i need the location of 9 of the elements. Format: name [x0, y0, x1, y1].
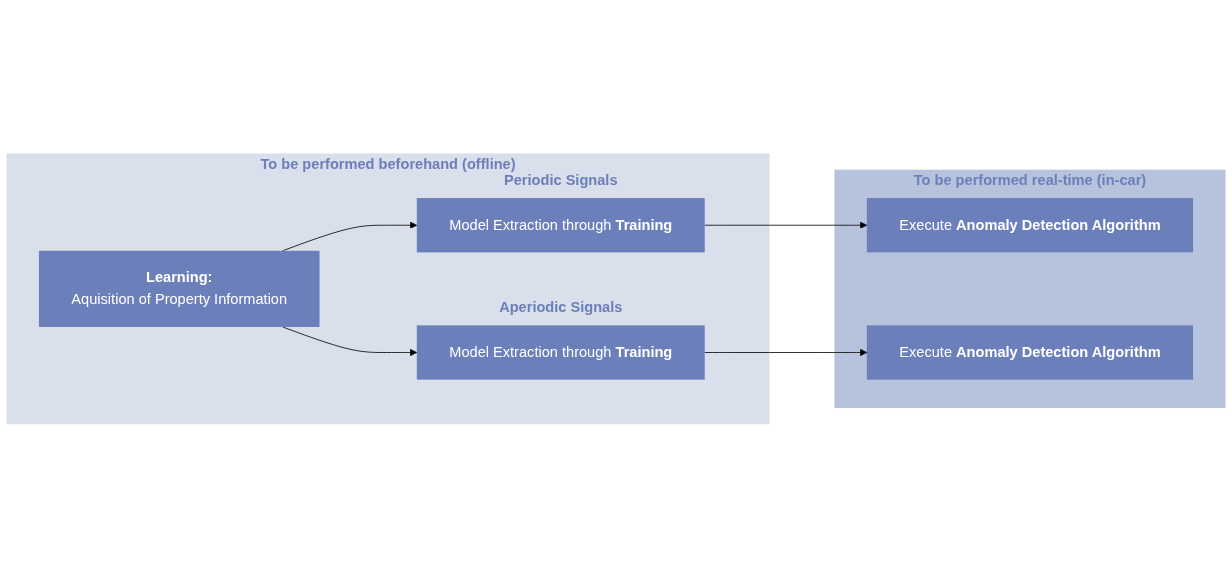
node-box — [416, 198, 705, 253]
node-box — [416, 325, 705, 380]
node-box — [866, 198, 1194, 253]
node-box — [866, 325, 1194, 380]
node-label: Periodic Signals — [504, 172, 618, 189]
cluster — [6, 153, 770, 425]
node-label: Aperiodic Signals — [499, 299, 623, 316]
cluster — [834, 169, 1226, 409]
node-box — [38, 250, 320, 328]
